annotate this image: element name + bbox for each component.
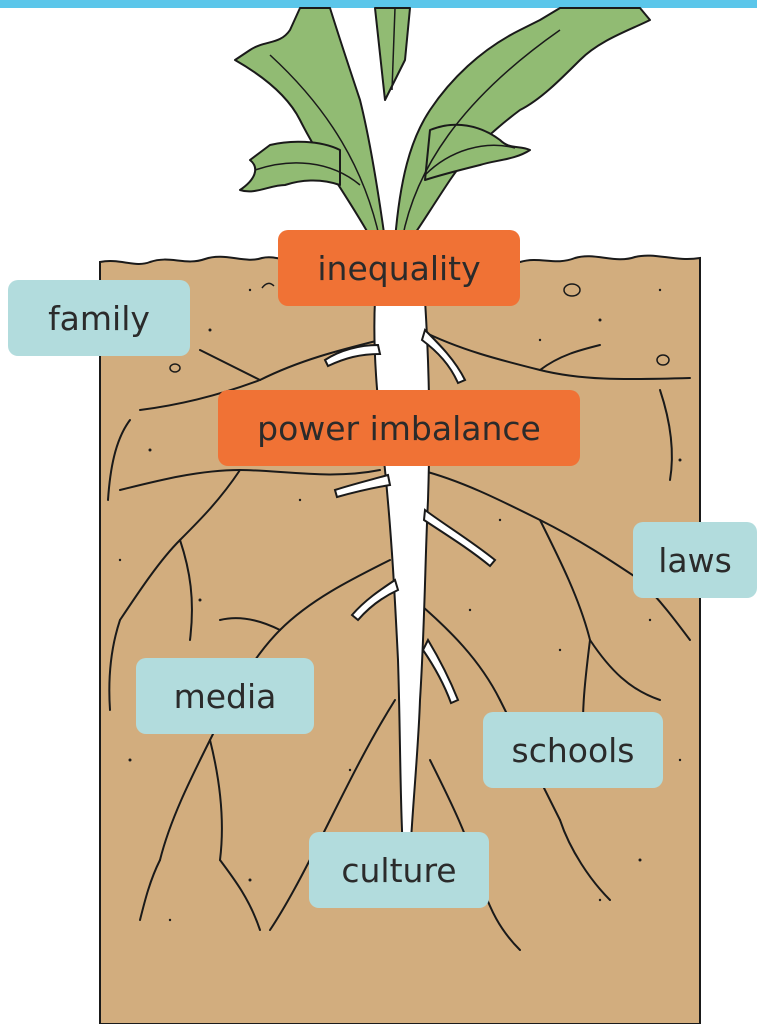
soil-specks xyxy=(118,288,682,922)
accent-bar xyxy=(0,0,757,8)
label-power-imbalance: power imbalance xyxy=(218,390,580,466)
soil-pebbles xyxy=(169,282,670,373)
label-schools: schools xyxy=(483,712,663,788)
white-side-roots xyxy=(323,328,497,705)
label-inequality: inequality xyxy=(278,230,520,306)
leaves xyxy=(234,7,651,241)
label-laws: laws xyxy=(633,522,757,598)
label-culture: culture xyxy=(309,832,489,908)
label-family: family xyxy=(8,280,190,356)
label-media: media xyxy=(136,658,314,734)
leaf-veins xyxy=(254,7,561,241)
